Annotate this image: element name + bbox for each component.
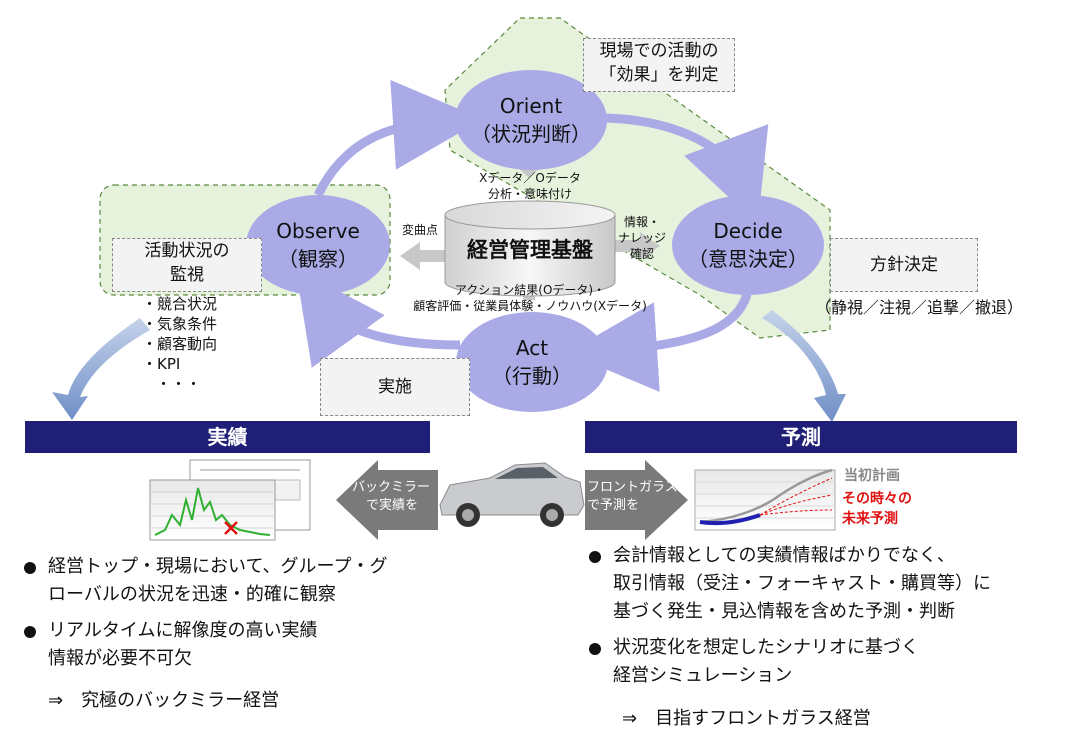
genba-effect-note: 現場での活動の 「効果」を判定 [583, 38, 735, 92]
monitor-item: ・KPI [142, 355, 181, 373]
forecast-bullet2-line1: 状況変化を想定したシナリオに基づく [613, 637, 919, 658]
info-line1: 情報・ [623, 215, 660, 229]
monitor-item: ・・・ [156, 375, 202, 393]
car-image [439, 462, 585, 527]
x-o-data-line2: 分析・意味付け [487, 187, 572, 201]
monitor-items-list: ・競合状況 ・気象条件 ・顧客動向 ・KPI ・・・ [142, 294, 217, 394]
actual-results-charts [149, 459, 311, 541]
results-conclusion: ⇒ 究極のバックミラー経営 [48, 690, 280, 711]
observe-label: Observe （観察） [246, 217, 390, 273]
cycle-arrows [295, 79, 769, 393]
down-arrow-left [52, 318, 150, 420]
decide-node [672, 195, 824, 295]
orient-node [455, 70, 607, 170]
info-line3: 確認 [629, 247, 654, 261]
results-bullets: 経営トップ・現場において、グループ・グ ローバルの状況を迅速・的確に観察 リアル… [18, 553, 448, 673]
act-subtitle: （行動） [492, 364, 572, 388]
observe-title: Observe [276, 219, 360, 243]
forecast-bullet1-line1: 会計情報としての実績情報ばかりでなく、 [613, 545, 955, 566]
backmirror-line2: で実績を [366, 498, 419, 513]
management-platform-cylinder [444, 200, 616, 297]
x-o-data-line1: Xデータ／Oデータ [479, 171, 581, 185]
x-o-data-label: Xデータ／Oデータ 分析・意味付け [455, 170, 605, 202]
backmirror-text: バックミラー で実績を [352, 479, 438, 515]
activity-monitor-note: 活動状況の 監視 [112, 238, 262, 292]
monitor-item: ・気象条件 [142, 315, 218, 333]
results-bullet2-line2: 情報が必要不可欠 [48, 648, 192, 669]
implementation-note: 実施 [320, 358, 470, 416]
kanshi-line1: 活動状況の [144, 241, 230, 261]
forecast-conclusion: ⇒ 目指すフロントガラス経営 [622, 708, 871, 729]
action-result-label: アクション結果(Oデータ)・ 顧客評価・従業員体験・ノウハウ(Xデータ) [395, 282, 665, 314]
results-bullet: 経営トップ・現場において、グループ・グ ローバルの状況を迅速・的確に観察 [18, 553, 448, 609]
decide-subtitle: （意思決定） [688, 247, 808, 271]
backmirror-line1: バックミラー [352, 480, 431, 495]
future-line1: その時々の [842, 491, 912, 507]
observe-subtitle: （観察） [278, 247, 358, 271]
results-bullet1-line1: 経営トップ・現場において、グループ・グ [48, 556, 388, 577]
kanshi-line2: 監視 [170, 265, 204, 285]
decide-title: Decide [713, 219, 783, 243]
cycle-nodes [246, 70, 824, 412]
frontglass-text: フロントガラス で予測を [587, 479, 683, 515]
management-platform-label: 経営管理基盤 [467, 238, 593, 262]
monitor-item: ・顧客動向 [142, 335, 218, 353]
results-bullet2-line1: リアルタイムに解像度の高い実績 [48, 620, 318, 641]
decide-label: Decide （意思決定） [672, 217, 824, 273]
forecast-bullet1-line3: 基づく発生・見込情報を含めた予測・判断 [613, 601, 955, 622]
forecast-bullets: 会計情報としての実績情報ばかりでなく、 取引情報（受注・フォーキャスト・購買等）… [583, 542, 1053, 690]
frontglass-line2: で予測を [587, 498, 640, 513]
backmirror-arrow [336, 460, 438, 540]
act-node [456, 312, 608, 412]
genba-line2: 「効果」を判定 [599, 65, 719, 85]
future-forecast-legend: その時々の 未来予測 [842, 489, 912, 529]
action-line1: アクション結果(Oデータ)・ [454, 283, 606, 297]
policy-note: 方針決定 [830, 238, 978, 292]
frontglass-line1: フロントガラス [587, 480, 678, 495]
plan-legend: 当初計画 [844, 468, 900, 484]
forecast-banner: 予測 [585, 421, 1017, 453]
results-bullet1-line2: ローバルの状況を迅速・的確に観察 [48, 584, 336, 605]
action-line2: 顧客評価・従業員体験・ノウハウ(Xデータ) [413, 299, 647, 313]
results-bullet: リアルタイムに解像度の高い実績 情報が必要不可欠 [18, 617, 448, 673]
down-arrow-right [762, 310, 846, 422]
info-knowledge-label: 情報・ ナレッジ 確認 [616, 214, 668, 262]
forecast-bullet1-line2: 取引情報（受注・フォーキャスト・購買等）に [613, 573, 991, 594]
forecast-bullet2-line2: 経営シミュレーション [613, 665, 793, 686]
forecast-chart [694, 468, 836, 531]
results-banner: 実績 [25, 421, 430, 453]
future-line2: 未来予測 [842, 511, 898, 527]
forecast-bullet: 会計情報としての実績情報ばかりでなく、 取引情報（受注・フォーキャスト・購買等）… [583, 542, 1053, 626]
frontglass-arrow [585, 460, 688, 540]
orient-label: Orient （状況判断） [455, 92, 607, 148]
policy-options: （静視／注視／追撃／撤退） [815, 298, 1024, 317]
orient-title: Orient [499, 94, 563, 118]
monitor-item: ・競合状況 [142, 295, 218, 313]
orient-subtitle: （状況判断） [471, 122, 591, 146]
inflection-label: 変曲点 [401, 223, 438, 237]
genba-line1: 現場での活動の [599, 41, 719, 61]
forecast-bullet: 状況変化を想定したシナリオに基づく 経営シミュレーション [583, 634, 1053, 690]
act-label: Act （行動） [456, 334, 608, 390]
observe-node [246, 195, 390, 295]
act-title: Act [515, 336, 549, 360]
info-line2: ナレッジ [617, 231, 666, 245]
